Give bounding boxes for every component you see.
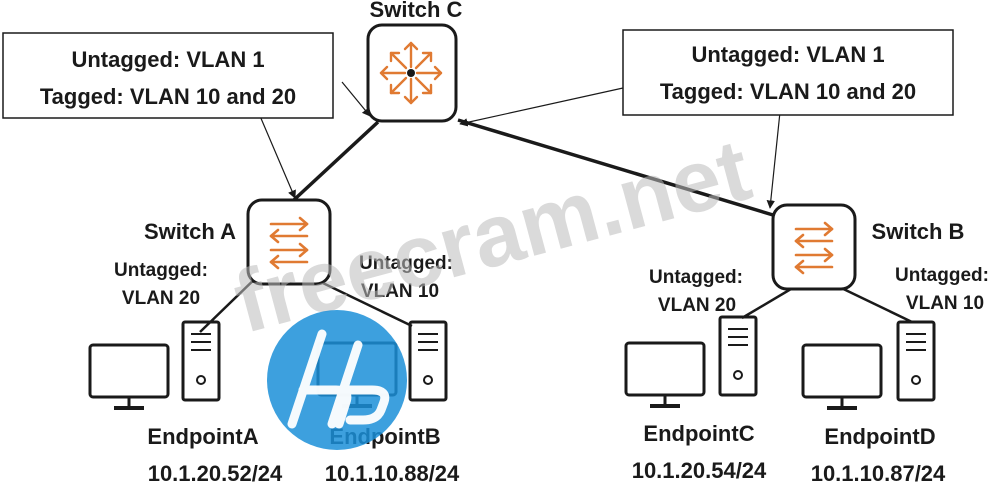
switch-b: Switch B — [771, 203, 965, 291]
callout-right-tagged: Tagged: VLAN 10 and 20 — [660, 79, 916, 104]
callout-right-arrow-to-switch-b — [766, 111, 781, 209]
port-label-a-left: Untagged: VLAN 20 — [114, 260, 208, 309]
svg-text:VLAN 10: VLAN 10 — [361, 281, 439, 302]
endpoint-a-name: EndpointA — [147, 424, 258, 449]
endpoint-a-ip: 10.1.20.52/24 — [148, 461, 283, 486]
port-label-b-left: Untagged: VLAN 20 — [649, 267, 743, 316]
callout-left-arrow-to-switch-a — [259, 115, 296, 199]
callout-left-arrow-to-switch-c — [341, 81, 371, 117]
callout-right-arrow-to-switch-c — [459, 87, 624, 127]
endpoint-c: EndpointC 10.1.20.54/24 — [624, 315, 767, 483]
svg-text:Untagged:: Untagged: — [895, 265, 989, 286]
switch-c: Switch C — [366, 0, 463, 123]
tower-icon — [408, 320, 448, 402]
svg-text:Untagged:: Untagged: — [114, 260, 208, 281]
monitor-icon — [88, 343, 170, 412]
endpoint-d-ip: 10.1.10.87/24 — [811, 461, 946, 486]
switch-a-label: Switch A — [144, 219, 236, 244]
link-c-a — [281, 120, 380, 212]
link-b-endpoint-c — [741, 284, 797, 320]
svg-text:Untagged:: Untagged: — [649, 267, 743, 288]
endpoint-d-name: EndpointD — [824, 424, 935, 449]
tower-icon — [181, 320, 221, 402]
endpoint-c-ip: 10.1.20.54/24 — [632, 458, 767, 483]
port-label-b-right: Untagged: VLAN 10 — [895, 265, 989, 314]
router-icon — [379, 41, 443, 105]
monitor-icon — [624, 341, 706, 410]
callout-left: Untagged: VLAN 1 Tagged: VLAN 10 and 20 — [2, 32, 334, 119]
tower-icon — [718, 315, 758, 397]
svg-text:VLAN 20: VLAN 20 — [658, 295, 736, 316]
endpoint-c-name: EndpointC — [643, 421, 754, 446]
switch-b-label: Switch B — [872, 219, 965, 244]
callout-right-untagged: Untagged: VLAN 1 — [691, 42, 884, 67]
watermark-text: freecram.net — [224, 119, 760, 351]
endpoint-d: EndpointD 10.1.10.87/24 — [801, 320, 946, 486]
switch-a: Switch A — [144, 198, 332, 286]
svg-text:Untagged:: Untagged: — [359, 253, 453, 274]
endpoint-b-ip: 10.1.10.88/24 — [325, 461, 460, 486]
callout-left-tagged: Tagged: VLAN 10 and 20 — [40, 84, 296, 109]
callout-left-untagged: Untagged: VLAN 1 — [71, 47, 264, 72]
svg-text:VLAN 20: VLAN 20 — [122, 288, 200, 309]
endpoint-a: EndpointA 10.1.20.52/24 — [88, 320, 283, 486]
link-c-b — [457, 118, 784, 220]
tower-icon — [896, 320, 936, 402]
link-b-endpoint-d — [832, 282, 913, 324]
monitor-icon — [801, 343, 883, 412]
hp-logo — [267, 310, 407, 450]
port-label-a-right: Untagged: VLAN 10 — [359, 253, 453, 302]
switch-c-label: Switch C — [370, 0, 463, 22]
svg-text:VLAN 10: VLAN 10 — [906, 293, 984, 314]
callout-right: Untagged: VLAN 1 Tagged: VLAN 10 and 20 — [622, 29, 954, 116]
